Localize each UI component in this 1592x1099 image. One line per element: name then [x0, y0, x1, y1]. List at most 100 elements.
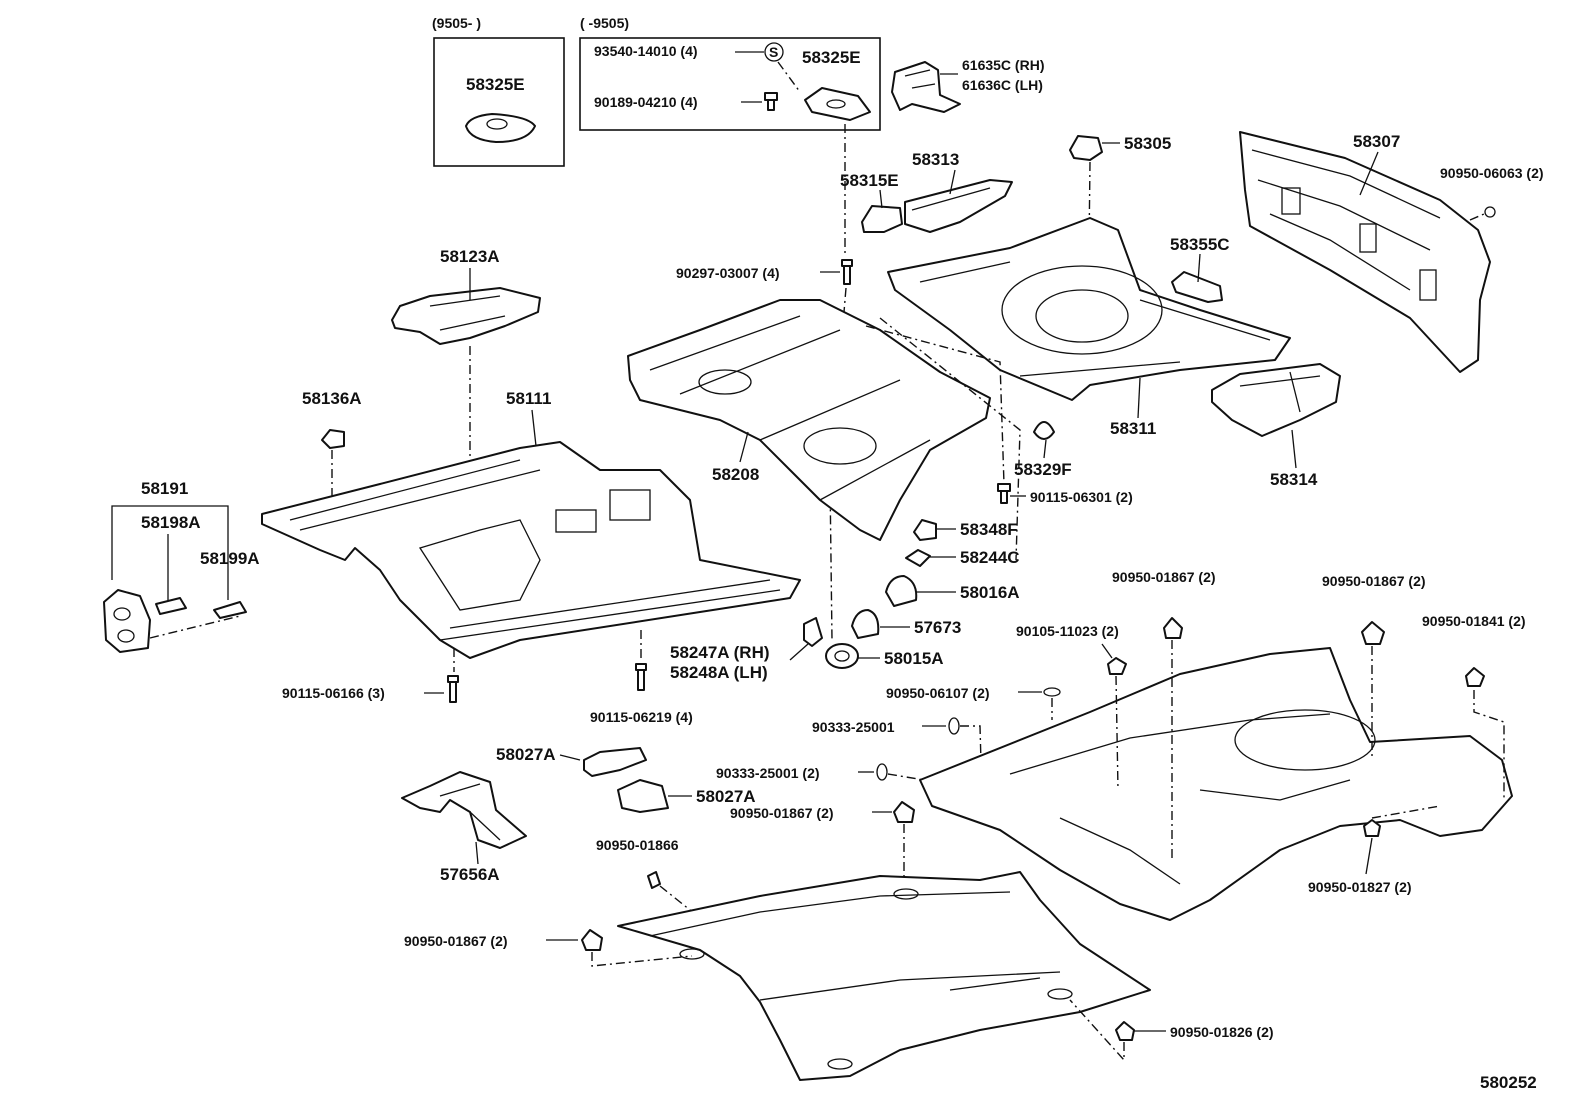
label-58198a: 58198A	[141, 513, 201, 532]
part-58191-hinge	[103, 589, 151, 653]
bolt-90115-06166	[447, 675, 459, 703]
bolt-90115-06301	[997, 483, 1011, 504]
part-58027a-a	[583, 747, 647, 777]
part-58015a	[825, 643, 859, 669]
plug-90950-01826	[1115, 1021, 1135, 1041]
header-range-right: ( -9505)	[580, 15, 629, 31]
label-90333-25001-b: 90333-25001 (2)	[716, 765, 820, 781]
part-58348f	[913, 519, 937, 541]
label-90297-03007: 90297-03007 (4)	[676, 265, 780, 281]
label-90950-01867-a: 90950-01867 (2)	[1112, 569, 1216, 585]
part-58123a	[391, 287, 541, 345]
header-range-left: (9505- )	[432, 15, 481, 31]
part-57656a	[401, 771, 527, 849]
part-61635c	[891, 61, 961, 113]
plug-90950-06107	[1043, 687, 1061, 697]
part-58244c	[905, 549, 931, 567]
label-90950-01867-c: 90950-01867 (2)	[730, 805, 834, 821]
part-58016a	[885, 575, 918, 607]
label-57673: 57673	[914, 618, 961, 637]
label-61636c: 61636C (LH)	[962, 77, 1043, 93]
label-90950-01867-d: 90950-01867 (2)	[404, 933, 508, 949]
label-90333-25001-a: 90333-25001	[812, 719, 895, 735]
label-58111: 58111	[506, 389, 551, 408]
plug-90950-01867-a	[1163, 617, 1183, 639]
label-90950-01867-b: 90950-01867 (2)	[1322, 573, 1426, 589]
bolt-90189	[764, 92, 778, 111]
label-58355c: 58355C	[1170, 235, 1230, 254]
label-57656a: 57656A	[440, 865, 500, 884]
s-mark-icon	[764, 42, 784, 62]
inset-box-right	[579, 37, 881, 131]
part-58325e-left	[465, 113, 536, 143]
label-90950-01866: 90950-01866	[596, 837, 679, 853]
label-61635c: 61635C (RH)	[962, 57, 1044, 73]
part-58136a	[321, 429, 345, 449]
plug-90105-11023	[1107, 657, 1127, 675]
diagram-id: 580252	[1480, 1073, 1537, 1092]
label-58191: 58191	[141, 479, 188, 498]
part-58329f	[1033, 421, 1055, 440]
label-58313: 58313	[912, 150, 959, 169]
label-58305: 58305	[1124, 134, 1171, 153]
part-undercover-front	[617, 871, 1151, 1081]
label-58325e-right: 58325E	[802, 48, 861, 67]
label-90950-06107: 90950-06107 (2)	[886, 685, 990, 701]
part-58315e	[861, 205, 903, 233]
part-58027a-b	[617, 779, 669, 813]
label-58307: 58307	[1353, 132, 1400, 151]
plug-90950-01867-b	[1361, 621, 1385, 645]
part-58247a	[803, 617, 823, 647]
part-58305	[1069, 135, 1103, 161]
label-58016a: 58016A	[960, 583, 1020, 602]
part-58314	[1211, 363, 1341, 437]
label-58208: 58208	[712, 465, 759, 484]
grommet-90333-b	[876, 763, 888, 781]
part-58208	[627, 299, 991, 541]
label-90189-04210: 90189-04210 (4)	[594, 94, 698, 110]
part-58311	[887, 217, 1291, 401]
inset-box-left	[433, 37, 565, 167]
label-58015a: 58015A	[884, 649, 944, 668]
label-58027a-b: 58027A	[696, 787, 756, 806]
plug-90950-01867-d	[581, 929, 603, 951]
label-58244c: 58244C	[960, 548, 1020, 567]
label-58136a: 58136A	[302, 389, 362, 408]
label-90115-06301: 90115-06301 (2)	[1030, 489, 1133, 505]
bolt-90115-06219	[635, 663, 647, 691]
label-90950-06063: 90950-06063 (2)	[1440, 165, 1544, 181]
bolt-58199a	[213, 601, 247, 619]
grommet-90333-a	[948, 717, 960, 735]
label-90950-01827: 90950-01827 (2)	[1308, 879, 1412, 895]
label-58199a: 58199A	[200, 549, 260, 568]
label-90950-01826: 90950-01826 (2)	[1170, 1024, 1274, 1040]
s-mark-text: S	[769, 44, 778, 60]
label-58311: 58311	[1110, 419, 1156, 438]
label-90115-06166: 90115-06166 (3)	[282, 685, 385, 701]
part-58111	[261, 441, 801, 659]
part-58313	[904, 179, 1013, 233]
plug-90950-01827	[1363, 819, 1381, 837]
plug-90950-01841	[1465, 667, 1485, 687]
part-58307	[1239, 131, 1491, 373]
label-58325e-left: 58325E	[466, 75, 525, 94]
bolt-58198a	[155, 597, 187, 615]
label-58027a-a: 58027A	[496, 745, 556, 764]
label-58248a: 58248A (LH)	[670, 663, 768, 682]
label-58314: 58314	[1270, 470, 1318, 489]
part-58325e-right	[804, 87, 871, 121]
plug-90950-06063	[1484, 206, 1496, 218]
part-undercover-rear	[919, 647, 1513, 921]
label-58315e: 58315E	[840, 171, 899, 190]
label-93540-14010: 93540-14010 (4)	[594, 43, 698, 59]
label-90950-01841: 90950-01841 (2)	[1422, 613, 1526, 629]
label-58329f: 58329F	[1014, 460, 1072, 479]
part-57673	[851, 609, 880, 639]
label-58247a: 58247A (RH)	[670, 643, 770, 662]
part-58355c	[1171, 271, 1223, 303]
label-58348f: 58348F	[960, 520, 1018, 539]
label-90115-06219: 90115-06219 (4)	[590, 709, 693, 725]
plug-90950-01866	[647, 871, 661, 889]
plug-90950-01867-c	[893, 801, 915, 823]
